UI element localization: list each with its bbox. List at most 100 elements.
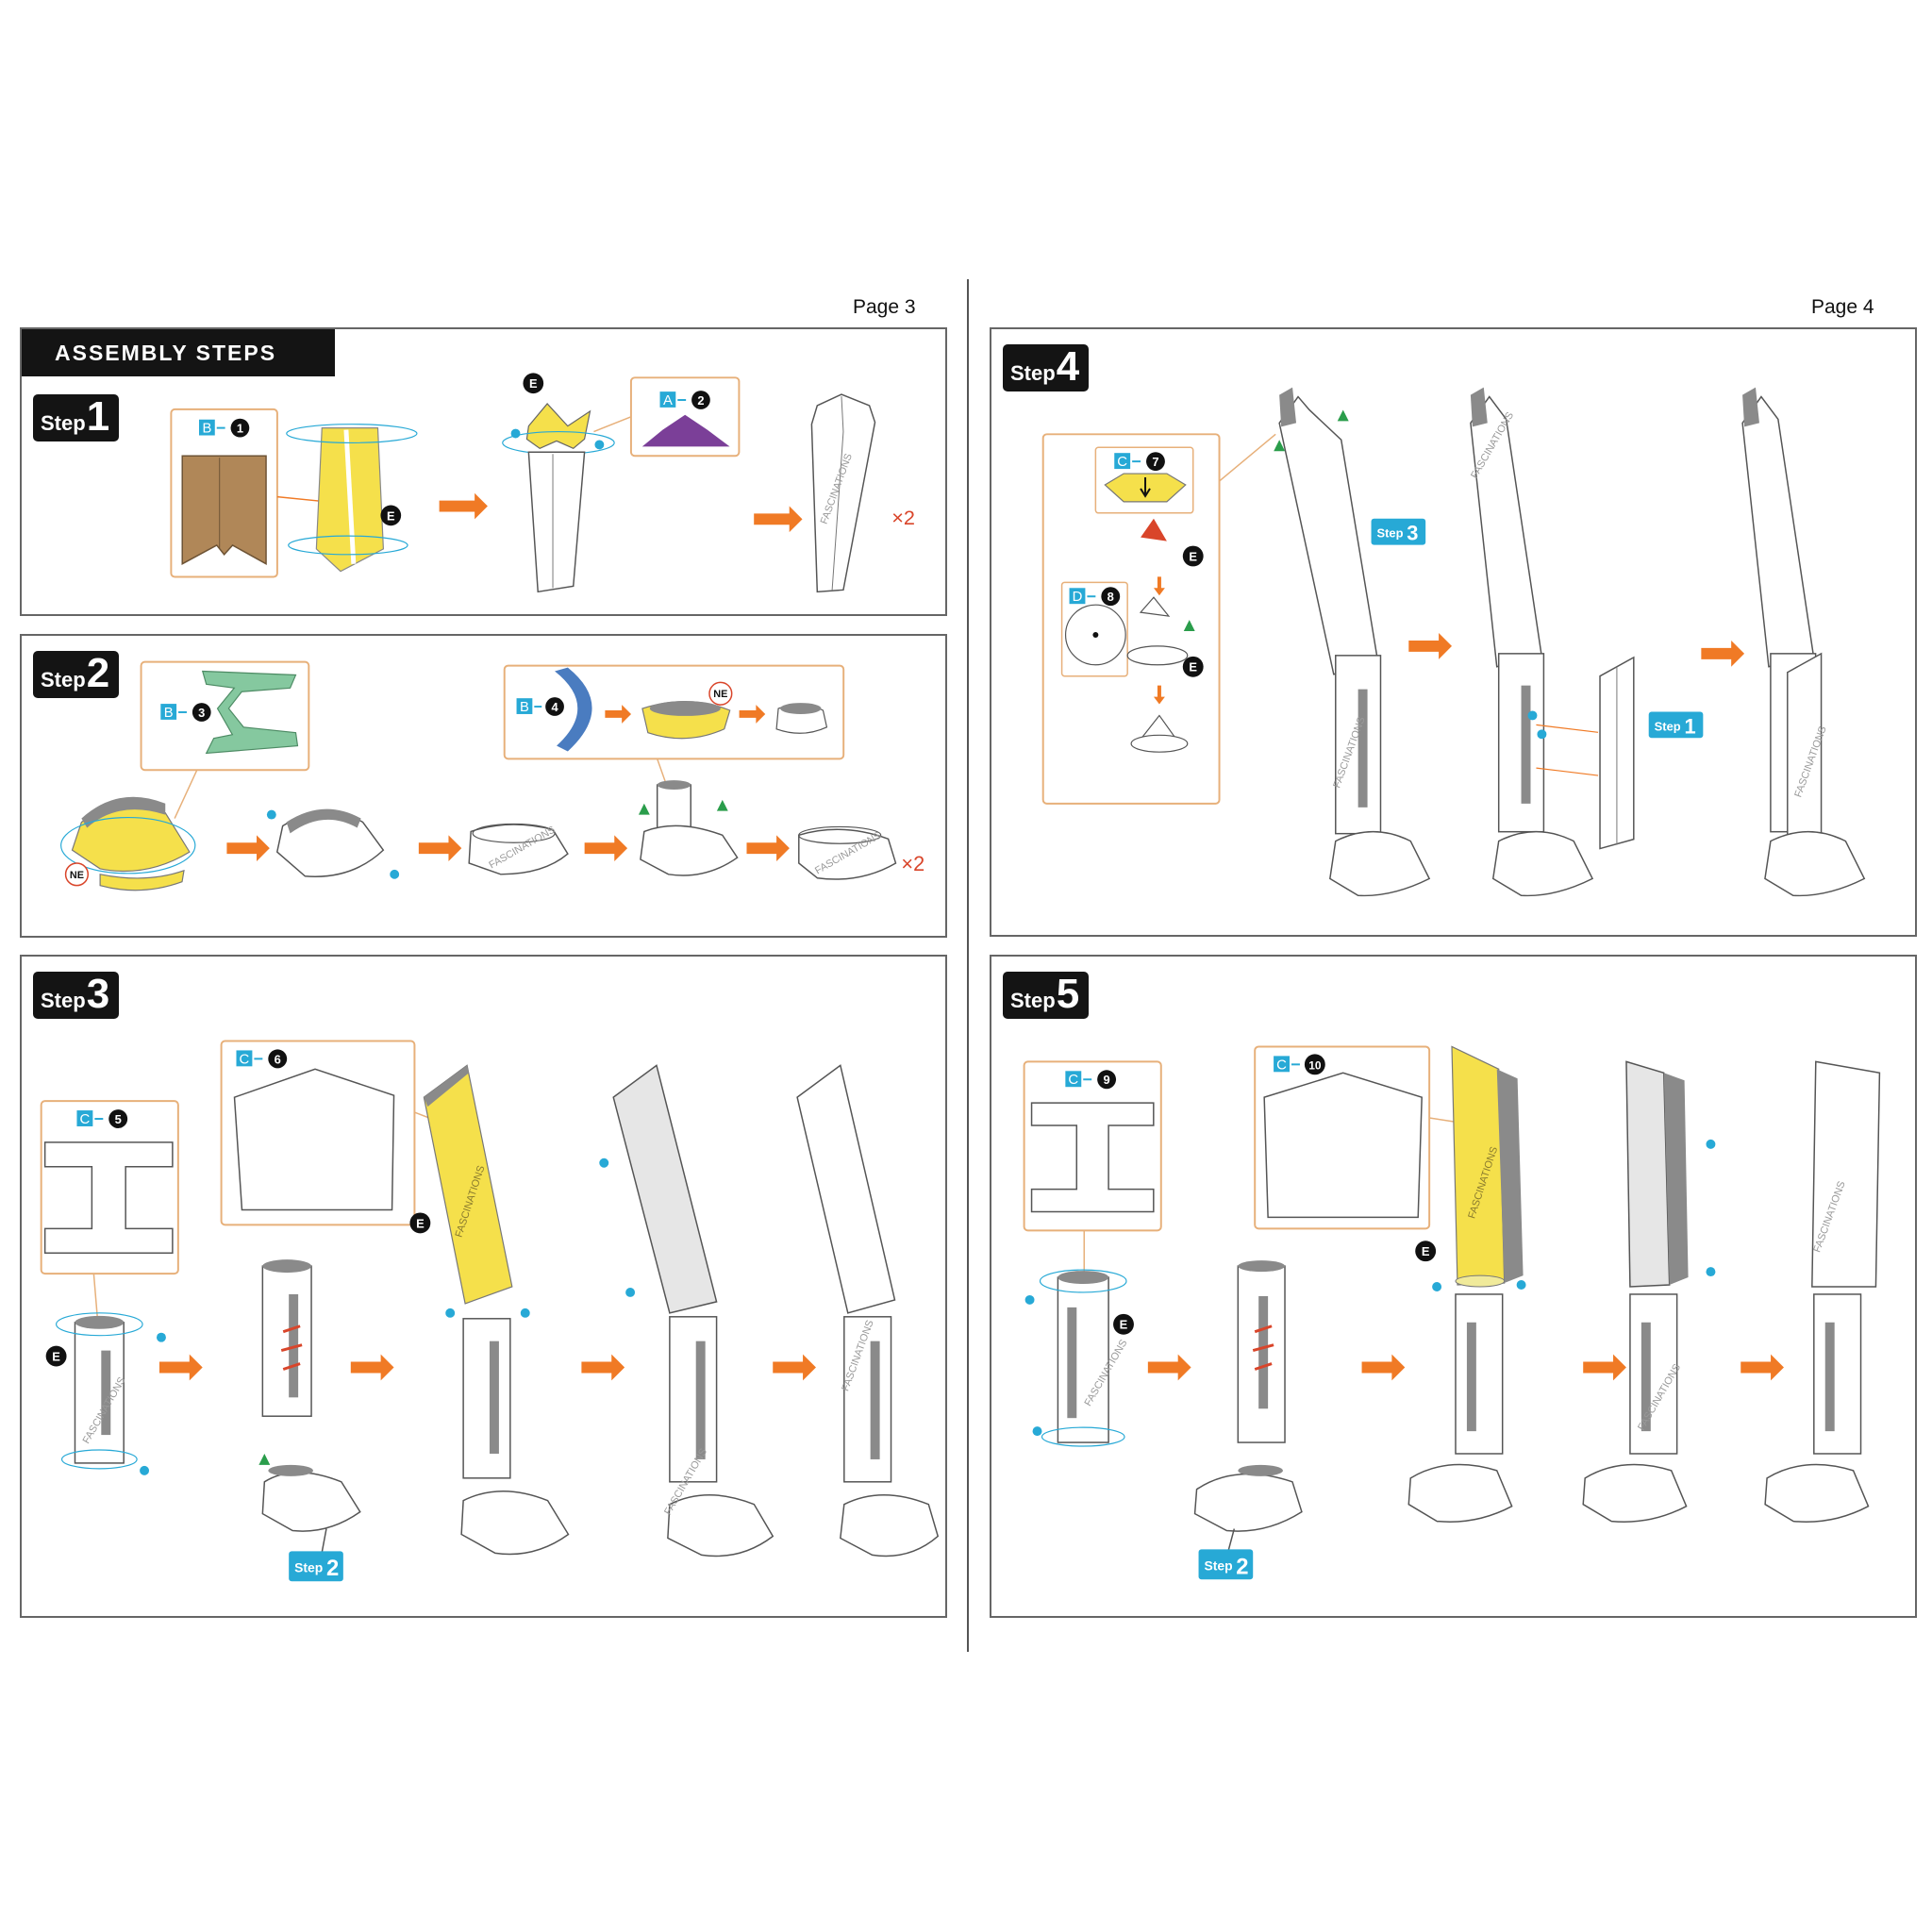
red-knee-cone — [1141, 518, 1167, 541]
arrow-right — [226, 835, 270, 861]
glue-dot — [445, 1307, 456, 1318]
step-reference-number: 2 — [326, 1556, 339, 1581]
glue-dot — [266, 809, 276, 820]
cuff-slot — [1641, 1322, 1651, 1432]
part-number-circle — [192, 703, 211, 722]
step-badge: Step 4 — [1003, 343, 1090, 391]
page-divider — [967, 279, 969, 1652]
part-number: 4 — [551, 700, 558, 714]
ankle-cuff-forming — [1057, 1276, 1109, 1443]
arrow-right-small — [739, 705, 766, 724]
part-number: 5 — [115, 1112, 122, 1126]
step-1-reference — [1648, 711, 1704, 739]
red-tabs — [1252, 1324, 1274, 1371]
sheet-letter: C — [1276, 1058, 1287, 1073]
arrow-right — [1701, 640, 1745, 667]
ne-marker — [708, 681, 733, 706]
shoe-opening — [268, 1464, 314, 1476]
step-4-diagram: C 7 E D 8 E Step 3 FASCINATI — [1041, 387, 1866, 897]
sheet-letter-box — [1069, 588, 1086, 605]
blue-arc-piece — [555, 667, 592, 752]
shoe — [460, 1491, 570, 1556]
cuff-slot — [1824, 1322, 1835, 1432]
step-number: 1 — [86, 393, 110, 440]
step-number: 4 — [1056, 343, 1080, 390]
page-number-right: Page 4 — [1811, 296, 1874, 318]
yellow-calf-panel — [1451, 1045, 1506, 1286]
fold-guide-ellipse — [1039, 1269, 1127, 1293]
calf-side-gray — [1663, 1073, 1689, 1286]
callout-frame — [140, 660, 310, 772]
arrow-right — [584, 835, 628, 861]
thigh-with-knee — [1741, 395, 1815, 668]
attach-line — [1536, 724, 1599, 733]
fold-guide-ellipse — [55, 1312, 143, 1337]
e-marker — [1113, 1313, 1134, 1335]
e-marker-label: E — [1422, 1244, 1430, 1258]
sheet-letter: C — [1068, 1073, 1078, 1088]
sheet-letter-box — [1274, 1056, 1290, 1073]
part-number-circle — [1304, 1054, 1325, 1075]
e-marker-label: E — [1120, 1318, 1128, 1332]
step-2-panel: B 3 NE FASCINATIONS B 4 NE — [20, 634, 947, 938]
step-5-panel: C 9 E FASCINATIONS Step 2 C 10 — [990, 955, 1917, 1618]
cuff-slot — [870, 1341, 880, 1459]
glue-dot — [390, 869, 400, 879]
e-marker — [380, 505, 402, 526]
arrow-down — [1153, 576, 1165, 596]
shoe-with-ankle — [640, 824, 739, 876]
step-badge: Step 1 — [33, 393, 120, 441]
sheet-letter-box — [516, 698, 533, 714]
glue-dot — [1537, 729, 1547, 740]
purple-crest-piece — [641, 414, 730, 447]
glue-dot — [140, 1465, 150, 1475]
e-marker-label: E — [1189, 549, 1197, 563]
cuff-slot — [1466, 1322, 1476, 1432]
arrow-right — [746, 835, 790, 861]
callout-frame — [220, 1040, 416, 1226]
step-word: Step — [41, 989, 86, 1012]
cuff-opening — [262, 1259, 312, 1274]
ankle-cuff — [1629, 1293, 1678, 1455]
knee-top-gray — [1470, 387, 1488, 427]
sheet-letter-box — [1065, 1071, 1082, 1088]
step-3-panel: C 5 E FASCINATIONS Step 2 C — [20, 955, 947, 1618]
cuff-opening — [75, 1315, 125, 1329]
shoe-opening — [472, 823, 556, 843]
shoe — [1764, 1463, 1870, 1523]
step-word: Step — [1010, 361, 1056, 385]
ankle-cuff-template — [43, 1141, 174, 1254]
glue-dot — [520, 1307, 530, 1318]
shoe — [1407, 1463, 1513, 1523]
callout-leader — [593, 416, 632, 433]
arrow-right — [1361, 1354, 1406, 1381]
part-number: 6 — [275, 1052, 281, 1066]
ankle-opening — [657, 780, 691, 790]
ankle-cuff — [261, 1265, 312, 1417]
disc-center — [1092, 632, 1099, 638]
shoe-top-gray — [649, 701, 721, 716]
ne-marker-label: NE — [713, 689, 727, 700]
quantity-multiplier: ×2 — [901, 852, 924, 875]
callout-leader — [1219, 433, 1276, 482]
knee-cap-base — [1130, 734, 1189, 753]
step-5-diagram: C 9 E FASCINATIONS Step 2 C 10 — [1023, 1045, 1881, 1580]
step-word: Step — [1010, 989, 1056, 1012]
quantity-multiplier: ×2 — [891, 506, 915, 529]
shin-ridge — [831, 396, 844, 591]
calf-side-gray — [1496, 1069, 1524, 1284]
callout-leader — [174, 769, 198, 819]
e-marker — [1182, 545, 1204, 567]
green-triangle-marker — [1337, 409, 1349, 422]
step-word: Step — [41, 411, 86, 435]
step-3-reference — [1371, 518, 1426, 545]
green-triangle-marker — [716, 799, 728, 811]
e-marker-label: E — [52, 1350, 60, 1364]
sheet-letter-box — [160, 704, 177, 720]
sheet-letter: B — [520, 700, 529, 715]
sheet-letter: C — [1117, 455, 1127, 470]
sheet-letter: C — [80, 1112, 91, 1127]
sheet-letter-box — [236, 1050, 253, 1067]
shoe — [1582, 1463, 1688, 1523]
step-2-reference — [1198, 1549, 1254, 1580]
